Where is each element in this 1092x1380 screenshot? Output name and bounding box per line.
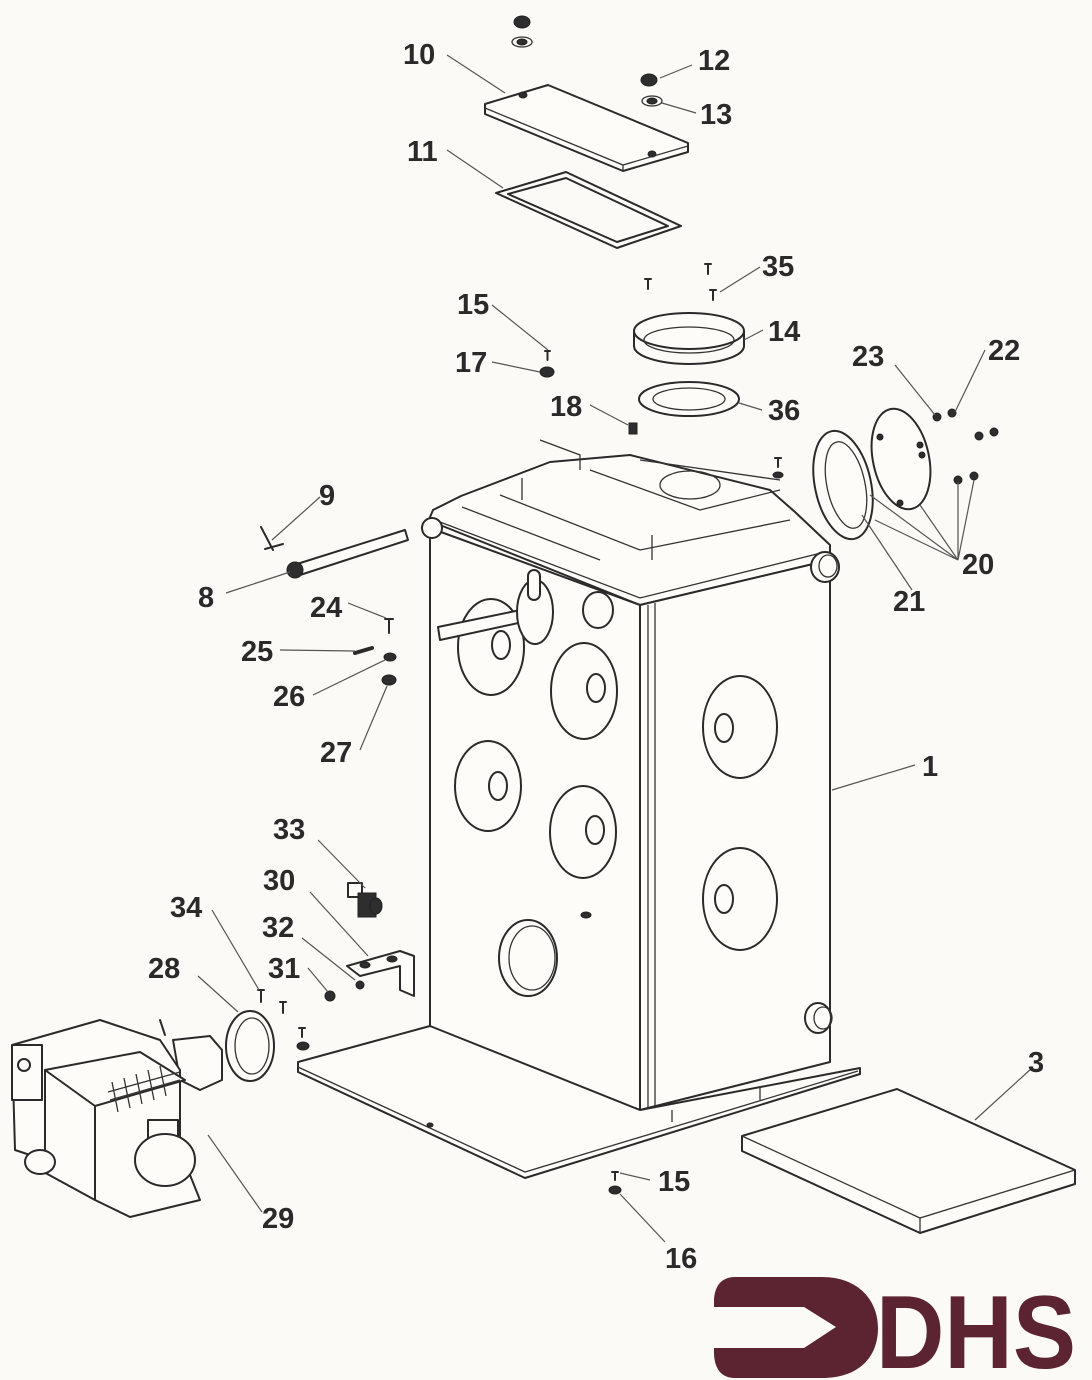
door-nuts-22-23 (932, 408, 999, 485)
callout-30: 30 (263, 865, 295, 897)
callout-25: 25 (241, 636, 273, 668)
callout-labels: 10 12 13 11 35 14 36 15 17 18 23 22 20 2… (148, 39, 1044, 1275)
callout-11: 11 (407, 136, 438, 168)
bolt-24 (384, 618, 394, 634)
callout-15-top: 15 (457, 289, 489, 321)
nut-17 (539, 366, 555, 378)
drain-valve-33 (347, 882, 383, 918)
callout-22: 22 (988, 335, 1020, 367)
callout-28: 28 (148, 953, 180, 985)
clip-9 (260, 526, 284, 551)
callout-1: 1 (922, 751, 938, 783)
callout-33: 33 (273, 814, 305, 846)
screw-top-right (772, 457, 784, 479)
dhs-logo: DHS (714, 1275, 1076, 1380)
callout-8: 8 (198, 582, 214, 614)
callout-3: 3 (1028, 1047, 1044, 1079)
callout-15-bottom: 15 (658, 1166, 690, 1198)
washer-26 (383, 652, 397, 662)
callout-14: 14 (768, 316, 800, 348)
arrow-icon (714, 1277, 878, 1378)
callout-23: 23 (852, 341, 884, 373)
callout-24: 24 (310, 592, 342, 624)
collar-gasket-36 (638, 381, 740, 417)
collar-screws-35 (644, 263, 717, 301)
door-gasket-21 (812, 429, 874, 541)
callout-10: 10 (403, 39, 435, 71)
screws-34 (257, 989, 287, 1014)
gasket-11 (495, 171, 682, 249)
callout-34: 34 (170, 892, 202, 924)
callout-29: 29 (262, 1203, 294, 1235)
nut-12 (640, 73, 658, 87)
wing-nut-27 (381, 674, 397, 686)
pin-25 (353, 646, 374, 655)
callout-9: 9 (319, 480, 335, 512)
callout-17: 17 (455, 347, 487, 379)
top-nut-washer-pair (511, 15, 533, 48)
cover-plate-10 (484, 84, 689, 172)
nut-31 (324, 990, 336, 1002)
callout-26: 26 (273, 681, 305, 713)
callout-21: 21 (893, 586, 925, 618)
logo-text: DHS (876, 1275, 1076, 1380)
flue-collar-14 (633, 312, 745, 365)
oil-burner-29 (11, 1019, 223, 1218)
callout-35: 35 (762, 251, 794, 283)
callout-20: 20 (962, 549, 994, 581)
plug-18 (628, 422, 638, 435)
callout-32: 32 (262, 912, 294, 944)
insulation-board-3 (741, 1088, 1076, 1234)
door-plate (870, 407, 932, 511)
washer-32 (355, 980, 365, 990)
callout-18: 18 (550, 391, 582, 423)
callout-13: 13 (700, 99, 732, 131)
callout-27: 27 (320, 737, 352, 769)
screw-15-top (544, 350, 551, 361)
base-plate (297, 1025, 861, 1179)
callout-31: 31 (268, 953, 300, 985)
leader-lines (197, 54, 1033, 1243)
sensor-tube-8 (286, 529, 409, 579)
flange-gasket-28 (225, 1010, 275, 1082)
bracket-30 (346, 950, 415, 997)
washer-13 (641, 95, 663, 107)
callout-12: 12 (698, 45, 730, 77)
callout-16: 16 (665, 1243, 697, 1275)
base-screws (296, 1027, 622, 1195)
boiler-body-1 (421, 439, 840, 1111)
callout-36: 36 (768, 395, 800, 427)
